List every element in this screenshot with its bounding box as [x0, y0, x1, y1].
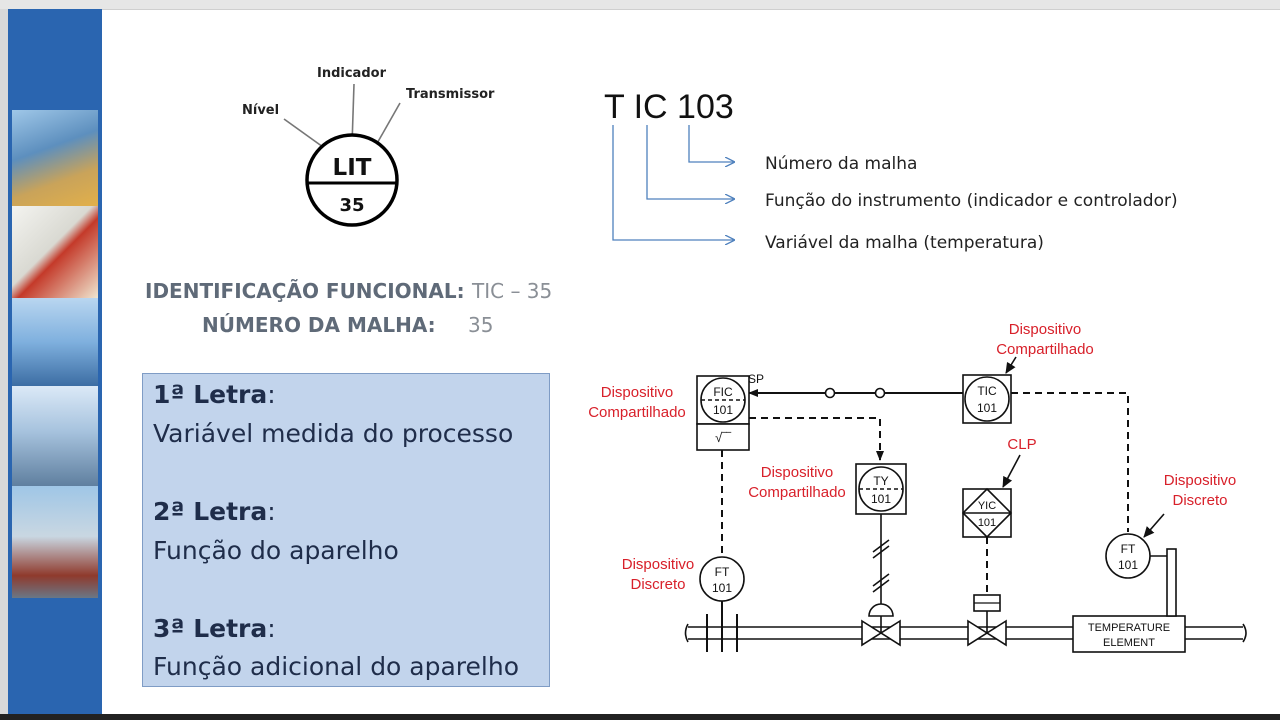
temperature-element: TEMPERATURE ELEMENT	[1072, 615, 1186, 653]
sqrt-symbol: √‾‾	[715, 430, 731, 445]
sp-label: SP	[748, 372, 764, 386]
sidebar-photo-tools	[12, 206, 98, 298]
ty-tag: TY	[873, 474, 888, 488]
yic-tag: YIC	[978, 500, 996, 512]
sqrt-block	[696, 423, 750, 451]
temperature-element-line1: TEMPERATURE	[1088, 622, 1170, 634]
ft-right-number: 101	[1118, 558, 1138, 572]
arrow-variable	[612, 125, 734, 240]
letter-3-title: 3ª Letra:	[153, 614, 276, 643]
sidebar-photo-control-room	[12, 486, 98, 598]
thermowell	[1166, 548, 1177, 617]
ann-tic-line1: Dispositivo	[1009, 321, 1082, 338]
control-valve-right	[967, 594, 1007, 647]
functional-id-label: IDENTIFICAÇÃO FUNCIONAL:	[145, 279, 465, 303]
yic-number: 101	[978, 517, 996, 529]
sidebar-photo-refinery	[12, 110, 98, 206]
ann-discrete-right-line2: Discreto	[1172, 492, 1227, 509]
signal-junction-1	[824, 387, 836, 399]
functional-id-value: TIC – 35	[472, 279, 553, 303]
breakdown-item-function: Função do instrumento (indicador e contr…	[765, 191, 1178, 211]
indicador-label: Indicador	[317, 66, 387, 81]
ann-discrete-right-line1: Dispositivo	[1164, 472, 1237, 489]
breakdown-item-loop-number: Número da malha	[765, 154, 917, 174]
letter-3-desc: Função adicional do aparelho	[153, 652, 520, 681]
transmissor-label: Transmissor	[406, 87, 495, 102]
ann-discrete-left-line2: Discreto	[630, 576, 685, 593]
ty-number: 101	[871, 492, 891, 506]
fic-tag: FIC	[713, 385, 733, 399]
loop-number-value: 35	[468, 313, 494, 337]
window-left-border	[0, 9, 8, 714]
letter-2-title: 2ª Letra:	[153, 497, 276, 526]
breakdown-item-variable: Variável da malha (temperatura)	[765, 233, 1044, 253]
fic-instrument: FIC 101 √‾‾	[696, 375, 750, 451]
tic-number: 101	[977, 401, 997, 415]
ft-right-instrument: FT 101	[1105, 533, 1151, 579]
lit-circle	[305, 133, 399, 227]
letters-box: 1ª Letra: Variável medida do processo 2ª…	[142, 373, 550, 687]
window-bottom-border	[0, 714, 1280, 720]
orifice-plate	[706, 614, 738, 652]
pid-annotations: Dispositivo Compartilhado Dispositivo Co…	[588, 321, 1236, 593]
slide-sidebar	[8, 9, 102, 714]
sidebar-photo-wind-turbine	[12, 298, 98, 386]
ft-right-tag: FT	[1121, 542, 1136, 556]
sidebar-photo-substation	[12, 386, 98, 486]
fic-ty-signal	[749, 417, 884, 461]
signal-junction-2	[874, 387, 886, 399]
letter-1-title: 1ª Letra:	[153, 380, 276, 409]
lit-symbol: Nível Indicador Transmissor LIT 35	[242, 66, 495, 227]
ann-ty-line2: Compartilhado	[748, 484, 846, 501]
ann-discrete-right-arrow	[1143, 513, 1165, 538]
ann-tic-line2: Compartilhado	[996, 341, 1094, 358]
arrow-function	[646, 125, 734, 199]
clp-arrow	[1002, 454, 1021, 488]
arrow-loop-number	[688, 125, 734, 162]
lit-number: 35	[339, 195, 364, 216]
tag-text: T IC 103	[604, 88, 734, 126]
nivel-label: Nível	[242, 103, 279, 118]
lit-tag: LIT	[333, 155, 372, 181]
clp-label: CLP	[1007, 436, 1036, 453]
ft-left-number: 101	[712, 581, 732, 595]
pid-diagram: SP FIC 101 √‾‾ FT 101 TY 101	[588, 321, 1247, 653]
ann-ty-line1: Dispositivo	[761, 464, 834, 481]
letter-2-desc: Função do aparelho	[153, 536, 399, 565]
loop-number-label: NÚMERO DA MALHA:	[202, 313, 436, 337]
fic-number: 101	[713, 403, 733, 417]
tic-instrument: TIC 101	[962, 374, 1012, 424]
yic-instrument: YIC 101	[961, 487, 1013, 539]
window-top-border	[0, 0, 1280, 10]
letter-1-desc: Variável medida do processo	[153, 419, 514, 448]
temperature-element-line2: ELEMENT	[1103, 637, 1155, 649]
ann-fic-line1: Dispositivo	[601, 384, 674, 401]
ty-instrument: TY 101	[855, 463, 907, 515]
ft-left-instrument: FT 101	[699, 556, 745, 602]
ft-left-tag: FT	[715, 565, 730, 579]
ann-discrete-left-line1: Dispositivo	[622, 556, 695, 573]
control-valve-left	[861, 603, 901, 647]
ann-fic-line2: Compartilhado	[588, 404, 686, 421]
tag-breakdown: T IC 103 Número da malha Função do instr…	[604, 88, 1178, 253]
tic-tag: TIC	[977, 384, 997, 398]
tic-ft-signal	[1011, 392, 1129, 532]
transmissor-leader-line	[374, 102, 401, 148]
ann-tic-arrow	[1005, 356, 1017, 374]
